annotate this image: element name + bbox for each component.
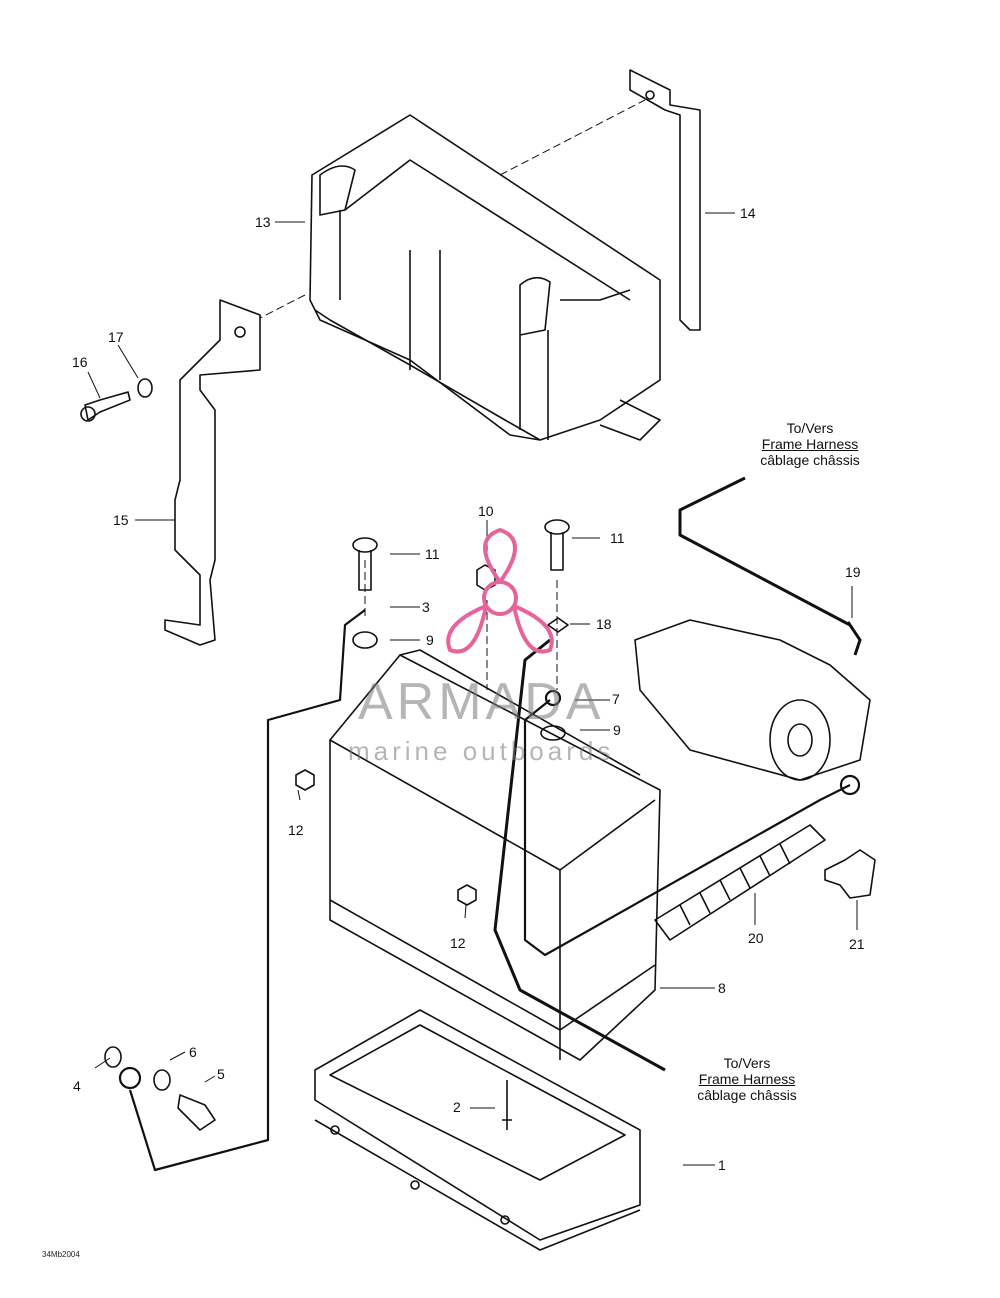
callout-8: 8 [718,980,726,996]
callout-13: 13 [255,214,271,230]
positive-cable [523,689,861,957]
callout-4: 4 [73,1078,81,1094]
callout-9-right: 9 [613,722,621,738]
battery [329,649,661,1061]
harness-wire-top [678,476,862,656]
callout-1: 1 [718,1157,726,1173]
note-top-line3: câblage châssis [760,452,860,468]
callout-10: 10 [478,503,494,519]
armada-propeller-logo [446,527,554,654]
note-top-line1: To/Vers [786,420,834,436]
starter-motor [634,619,871,781]
watermark-title: ARMADA [358,673,605,731]
strap-20 [654,824,826,941]
callout-14: 14 [740,205,756,221]
battery-tray [314,1009,641,1251]
alignment-lines [259,99,646,690]
note-bottom-line2: Frame Harness [698,1071,796,1087]
washer-17 [137,378,153,398]
callout-6: 6 [189,1044,197,1060]
bracket-14 [629,69,701,331]
callout-5: 5 [217,1066,225,1082]
rivet-2 [502,1080,512,1130]
nut-10 [476,564,496,591]
washer-9-left [352,631,378,649]
nut-12-right [457,884,477,906]
battery-cover [309,114,661,441]
negative-cable [118,609,366,1172]
callout-9-left: 9 [426,632,434,648]
callout-15: 15 [113,512,129,528]
washer-6 [153,1069,171,1091]
watermark-subtitle: marine outboards [348,736,615,766]
nut-12-left [295,769,315,791]
washer-9-right [540,725,566,741]
callout-12-left: 12 [288,822,304,838]
callout-12-right: 12 [450,935,466,951]
callout-17: 17 [108,329,124,345]
harness-wire-bottom [493,638,666,1072]
callout-18: 18 [596,616,612,632]
callout-21: 21 [849,936,865,952]
note-bottom-line3: câblage châssis [697,1087,797,1103]
screw-16 [80,391,131,422]
bolt-11-right [544,519,570,571]
callout-19: 19 [845,564,861,580]
bracket-15 [164,299,261,646]
callout-16: 16 [72,354,88,370]
note-frame-harness-bottom: To/Vers Frame Harness câblage châssis [682,1055,812,1103]
boot-21 [824,849,876,899]
washer-4 [104,1046,122,1068]
bolt-5 [177,1094,216,1131]
note-top-line2: Frame Harness [761,436,859,452]
drawing-code: 34Mb2004 [42,1250,80,1259]
callout-20: 20 [748,930,764,946]
washer-18 [547,617,569,633]
callout-7: 7 [612,691,620,707]
callout-2: 2 [453,1099,461,1115]
callout-3: 3 [422,599,430,615]
note-frame-harness-top: To/Vers Frame Harness câblage châssis [745,420,875,468]
callout-11-left: 11 [425,546,440,562]
note-bottom-line1: To/Vers [723,1055,771,1071]
callout-11-right: 11 [610,530,625,546]
